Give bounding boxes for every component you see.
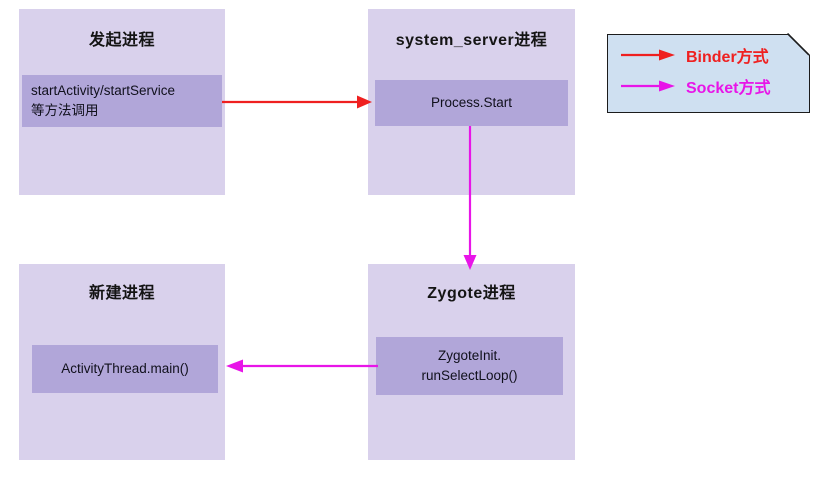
process-title-system-server: system_server进程 — [395, 32, 548, 49]
connector-binder-initiator-to-system-server — [222, 95, 372, 109]
method-label-process-start: Process.Start — [430, 95, 513, 111]
process-box-initiator: 发起进程 startActivity/startService 等方法调用 — [19, 9, 225, 195]
method-box-process-start: Process.Start — [375, 80, 568, 126]
arrow-right-icon-socket — [620, 79, 676, 93]
method-label-zygote-init-run-select-loop: ZygoteInit. runSelectLoop() — [421, 348, 518, 383]
legend-label-binder: Binder方式 — [686, 49, 769, 66]
arrow-right-icon-binder — [620, 48, 676, 62]
connector-socket-system-server-to-zygote — [463, 126, 477, 270]
legend-item-binder: Binder方式 — [620, 44, 769, 66]
process-box-system-server: system_server进程 Process.Start — [368, 9, 575, 195]
legend-label-socket: Socket方式 — [686, 80, 771, 97]
process-box-zygote: Zygote进程 ZygoteInit. runSelectLoop() — [368, 264, 575, 460]
legend-box: Binder方式 Socket方式 — [607, 34, 810, 113]
process-title-new-process: 新建进程 — [88, 285, 155, 302]
method-box-activity-thread-main: ActivityThread.main() — [32, 345, 218, 393]
process-title-initiator: 发起进程 — [88, 32, 155, 49]
method-label-activity-thread-main: ActivityThread.main() — [61, 361, 189, 377]
process-title-zygote: Zygote进程 — [427, 285, 516, 302]
method-box-start-activity-service: startActivity/startService 等方法调用 — [22, 75, 222, 127]
method-box-zygote-init-run-select-loop: ZygoteInit. runSelectLoop() — [376, 337, 563, 395]
connector-socket-zygote-to-new-process — [226, 359, 378, 373]
process-box-new-process: 新建进程 ActivityThread.main() — [19, 264, 225, 460]
method-label-start-activity-service: startActivity/startService 等方法调用 — [31, 83, 176, 118]
legend-corner-fold-icon — [786, 33, 810, 56]
legend-item-socket: Socket方式 — [620, 75, 770, 97]
